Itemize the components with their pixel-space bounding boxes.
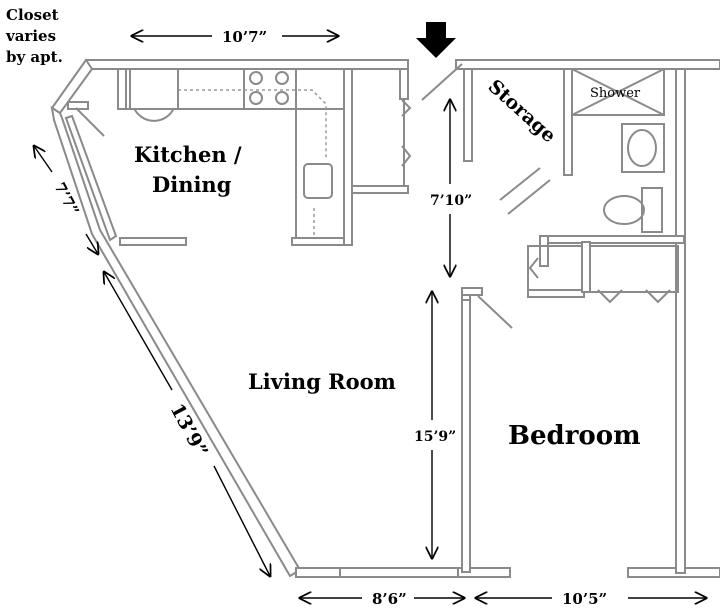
shower-label: Shower [590,86,641,101]
bottom-window-1 [295,567,341,578]
labels: Closet varies by apt. Kitchen / Dining L… [5,6,641,608]
closet-wall-right [117,68,127,110]
kitchen-label-line1: Kitchen / [134,142,242,167]
closet-note-line3: by apt. [6,48,63,66]
bottom-wall-right [627,567,720,578]
bedroom-closet [589,245,679,293]
toilet-tank [641,187,663,233]
toilet-bowl [603,195,645,225]
entry-storage-bath [421,63,685,267]
living-room-label: Living Room [248,369,396,394]
dim-kitchen-width: 10’7” [222,28,267,46]
entrance-arrow-icon [416,22,456,58]
closet-note-line1: Closet [6,6,59,24]
linen-wall-right [581,241,591,293]
pantry-door-2 [401,145,412,167]
closet-door-swing [75,107,105,137]
shower-diagonal-2 [571,68,665,116]
kitchen-wall-right [343,68,353,246]
outer-walls [50,58,720,578]
bath-sink [627,129,657,167]
bottom-wall-mid [457,567,511,578]
bedroom-wall-left [461,299,471,573]
diagonal-wall-inner [64,114,118,242]
bath-wall-bottom [545,235,685,244]
shower [571,68,665,116]
dim-living-diag-line-top [104,272,173,391]
bedroom-door [477,295,513,329]
pantry-wall-right [399,68,409,100]
kitchen-wall-bottom-left [119,237,187,246]
storage-door-1 [499,167,541,201]
dim-living-width: 8’6” [372,590,407,608]
refrigerator-door-swing [133,107,175,122]
dim-corner-line-bottom [85,233,98,254]
closet-note-line2: varies [5,27,56,45]
bath-vanity [621,123,665,173]
dim-hall-length: 7’10” [430,193,472,209]
burner-3 [249,91,263,105]
burner-1 [249,71,263,85]
top-wall-right [455,59,720,70]
storage-label: Storage [484,75,560,147]
refrigerator [129,68,179,110]
burner-4 [275,91,289,105]
linen-door [528,257,539,279]
kitchen-label-line2: Dining [152,172,232,197]
bath-wall-left-stub [539,235,549,267]
bedroom-area [295,241,679,578]
kitchen-sink [303,163,333,199]
entry-door [421,63,463,101]
storage-door-2 [507,179,551,215]
bedroom-closet-door-2 [645,289,671,304]
dim-bedroom-width: 10’5” [562,590,607,608]
right-wall [675,68,686,574]
dim-living-diag-line-bottom [213,465,270,576]
linen-closet [527,245,585,295]
dim-corner-line-top [34,146,53,173]
pantry-door-1 [401,99,412,117]
storage-wall-left [463,68,473,162]
dim-living-depth: 15’9” [414,429,456,445]
storage-wall-right [563,68,573,176]
top-wall-left [85,59,409,70]
pantry-closet [351,68,405,194]
linen-wall-bottom [527,289,585,298]
upper-cabinets-outline [178,89,327,160]
closet-wall-bottom [67,101,89,110]
bedroom-wall-top [461,287,483,296]
pantry-wall-bottom [351,185,409,194]
kitchen-counter-right [295,68,345,240]
kitchen-counter-top [125,68,345,110]
burner-2 [275,71,289,85]
bedroom-label: Bedroom [508,421,641,451]
dimension-lines [34,36,706,598]
corner-closet [67,68,127,137]
kitchen-fixtures [119,68,412,246]
bedroom-closet-door-1 [597,289,623,304]
